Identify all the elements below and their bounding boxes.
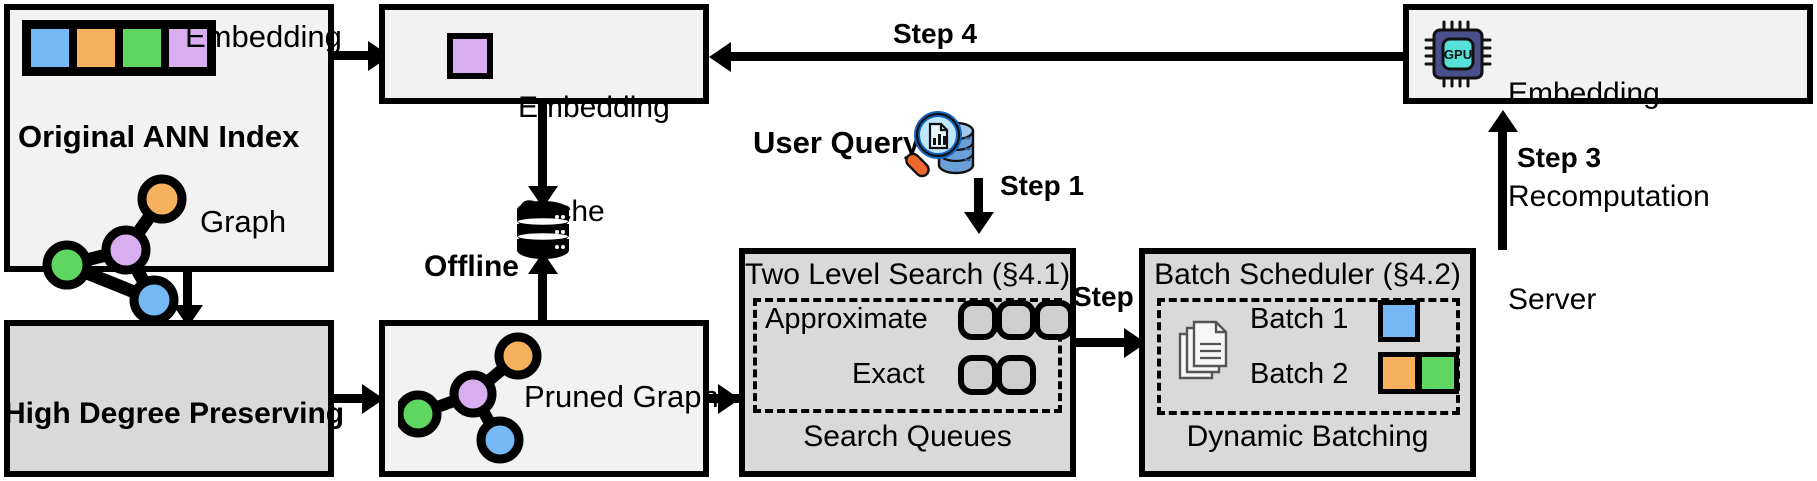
search-row-approximate-label: Approximate xyxy=(765,303,928,335)
recomputation-server-line3: Server xyxy=(1508,282,1597,316)
documents-icon xyxy=(1178,320,1228,380)
graph-pruning-title: High Degree Preserving Graph Pruning (§5… xyxy=(4,330,345,481)
recomputation-server-title: Embedding Recomputation Server xyxy=(1508,10,1710,384)
arrow-pruning-to-pruned-line xyxy=(334,394,370,403)
search-slot-approx-2[interactable] xyxy=(996,300,1036,340)
search-slot-exact-1[interactable] xyxy=(958,355,998,395)
offline-storage-line1: Offline xyxy=(424,250,519,284)
arrow-step3-head xyxy=(1488,110,1518,132)
search-slot-approx-3[interactable] xyxy=(1034,300,1074,340)
original-graph-icon xyxy=(42,174,187,325)
arrow-cache-to-storage-line xyxy=(538,104,547,192)
embedding-square-icon xyxy=(447,33,493,79)
user-query-label: User Query xyxy=(753,125,921,160)
graph-pruning-box xyxy=(4,320,334,477)
recomputation-server-line2: Recomputation xyxy=(1508,179,1710,213)
recomputation-server-line1: Embedding xyxy=(1508,77,1660,111)
batch-1-square-blue xyxy=(1378,300,1420,342)
arrow-step4-line xyxy=(718,52,1403,61)
step1-label: Step 1 xyxy=(1000,170,1085,201)
step4-label: Step 4 xyxy=(893,18,978,49)
dynamic-batching-footer: Dynamic Batching xyxy=(1186,420,1429,453)
search-row-exact-label: Exact xyxy=(852,358,925,390)
arrow-pruned-to-storage-line xyxy=(538,272,547,324)
embedding-strip xyxy=(22,20,216,76)
embedding-cell-blue xyxy=(27,25,73,71)
search-slot-exact-2[interactable] xyxy=(996,355,1036,395)
two-level-search-title: Two Level Search (§4.1) xyxy=(744,258,1071,291)
embedding-label: Embedding xyxy=(185,19,342,54)
search-database-icon xyxy=(905,111,975,178)
embedding-cell-orange xyxy=(73,25,119,71)
graph-pruning-line1: High Degree Preserving xyxy=(4,397,345,431)
arrow-pruning-to-pruned-head xyxy=(362,384,384,414)
step3-label: Step 3 xyxy=(1517,142,1602,173)
embedding-cell-green xyxy=(119,25,165,71)
batch-2-square-green xyxy=(1417,352,1459,394)
search-queues-footer: Search Queues xyxy=(803,420,1012,453)
search-queues-region xyxy=(753,298,1062,413)
pruned-graph-icon xyxy=(398,332,542,464)
arrow-step4-head xyxy=(709,42,731,72)
arrow-step1-line xyxy=(974,178,983,216)
search-slot-approx-1[interactable] xyxy=(958,300,998,340)
pruned-graph-label: Pruned Graph xyxy=(524,379,719,414)
batch-2-label: Batch 2 xyxy=(1250,358,1349,390)
arrow-index-to-pruning-line xyxy=(183,272,192,308)
batch-2-square-orange xyxy=(1378,352,1420,394)
arrow-step3-line xyxy=(1498,130,1507,250)
arrow-pruned-to-search-head xyxy=(718,384,740,414)
arrow-pruned-to-storage-head xyxy=(528,252,558,274)
arrow-step2-line xyxy=(1076,338,1138,347)
embedding-cache-box xyxy=(379,4,709,104)
embedding-cell-purple xyxy=(165,25,211,71)
gpu-chip-text: GPU xyxy=(1444,47,1472,62)
graph-label: Graph xyxy=(200,204,287,239)
batch-1-label: Batch 1 xyxy=(1250,303,1349,335)
gpu-chip-icon: GPU xyxy=(1424,20,1492,88)
original-ann-index-title: Original ANN Index xyxy=(18,119,300,154)
arrow-index-to-cache-line xyxy=(334,51,376,60)
arrow-step1-head xyxy=(964,212,994,234)
batch-scheduler-title: Batch Scheduler (§4.2) xyxy=(1154,258,1461,291)
